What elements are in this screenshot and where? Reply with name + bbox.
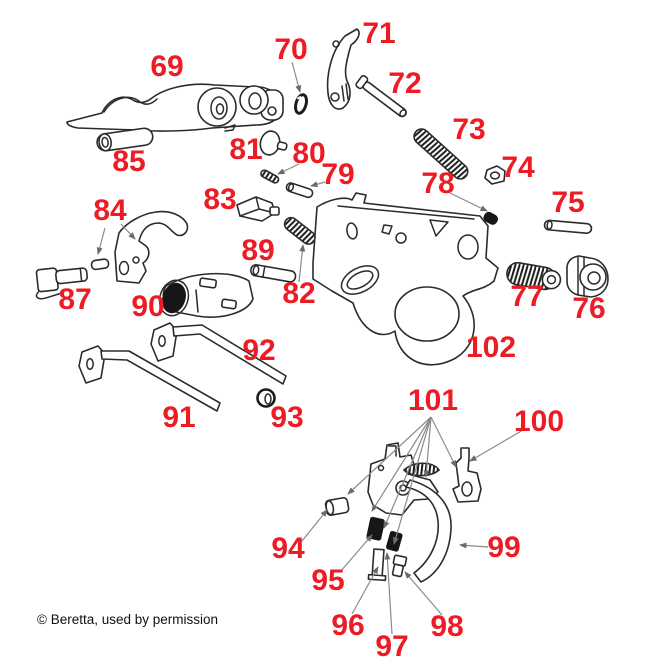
- part-87-drawing: [35, 267, 89, 300]
- part-label-90: 90: [131, 290, 165, 323]
- part-98-drawing: [391, 554, 408, 578]
- part-89-drawing: [250, 263, 297, 283]
- part-label-85: 85: [112, 145, 146, 178]
- part-72-drawing: [355, 75, 407, 118]
- part-84-pin-drawing: [90, 258, 110, 271]
- part-82-drawing: [283, 216, 316, 245]
- part-label-73: 73: [452, 113, 486, 146]
- part-label-83: 83: [203, 183, 237, 216]
- part-78-drawing: [483, 211, 499, 225]
- part-74-drawing: [484, 165, 506, 185]
- part-91-drawing: [78, 345, 221, 412]
- part-label-79: 79: [321, 158, 355, 191]
- part-81-drawing: [259, 130, 288, 156]
- part-label-71: 71: [362, 17, 396, 50]
- part-label-87: 87: [58, 283, 92, 316]
- part-label-84: 84: [93, 194, 127, 227]
- part-label-81: 81: [229, 133, 263, 166]
- part-label-69: 69: [150, 50, 184, 83]
- part-label-100: 100: [513, 405, 565, 438]
- part-label-78: 78: [421, 167, 455, 200]
- part-label-82: 82: [282, 277, 316, 310]
- part-84-drawing: [114, 210, 189, 284]
- copyright-notice: © Beretta, used by permission: [37, 612, 219, 627]
- part-101-drawing: [367, 442, 441, 516]
- part-77-drawing: [506, 261, 562, 291]
- part-label-92: 92: [242, 334, 276, 367]
- part-93-drawing: [256, 388, 276, 408]
- part-label-94: 94: [271, 532, 305, 565]
- part-label-75: 75: [551, 186, 585, 219]
- leader-lines: [96, 61, 524, 635]
- part-label-93: 93: [270, 401, 304, 434]
- part-90-drawing: [158, 272, 254, 318]
- part-label-77: 77: [510, 280, 544, 313]
- part-99-drawing: [405, 479, 452, 583]
- part-83-drawing: [236, 196, 280, 222]
- part-71-drawing: [326, 28, 360, 110]
- part-85-drawing: [96, 127, 154, 152]
- part-label-76: 76: [572, 292, 606, 325]
- part-label-70: 70: [274, 33, 308, 66]
- part-label-80: 80: [292, 137, 326, 170]
- part-96-drawing: [367, 548, 387, 582]
- part-label-98: 98: [430, 610, 464, 643]
- part-label-95: 95: [311, 564, 345, 597]
- part-73-drawing: [413, 128, 469, 180]
- part-76-drawing: [566, 255, 609, 298]
- part-label-89: 89: [241, 234, 275, 267]
- part-102-drawing: [312, 192, 499, 366]
- part-label-101: 101: [407, 384, 459, 417]
- part-label-74: 74: [501, 151, 535, 184]
- part-label-102: 102: [465, 331, 517, 364]
- part-75-drawing: [543, 219, 593, 234]
- part-label-96: 96: [331, 609, 365, 642]
- part-label-97: 97: [375, 630, 409, 663]
- part-label-99: 99: [487, 531, 521, 564]
- part-100-drawing: [452, 447, 482, 503]
- part-69-drawing: [66, 83, 284, 132]
- part-70-drawing: [294, 93, 308, 115]
- part-94-drawing: [324, 497, 350, 516]
- part-80-drawing: [260, 169, 280, 184]
- part-label-72: 72: [388, 67, 422, 100]
- part-label-91: 91: [162, 401, 196, 434]
- part-79-drawing: [285, 182, 314, 199]
- part-92-drawing: [150, 322, 287, 385]
